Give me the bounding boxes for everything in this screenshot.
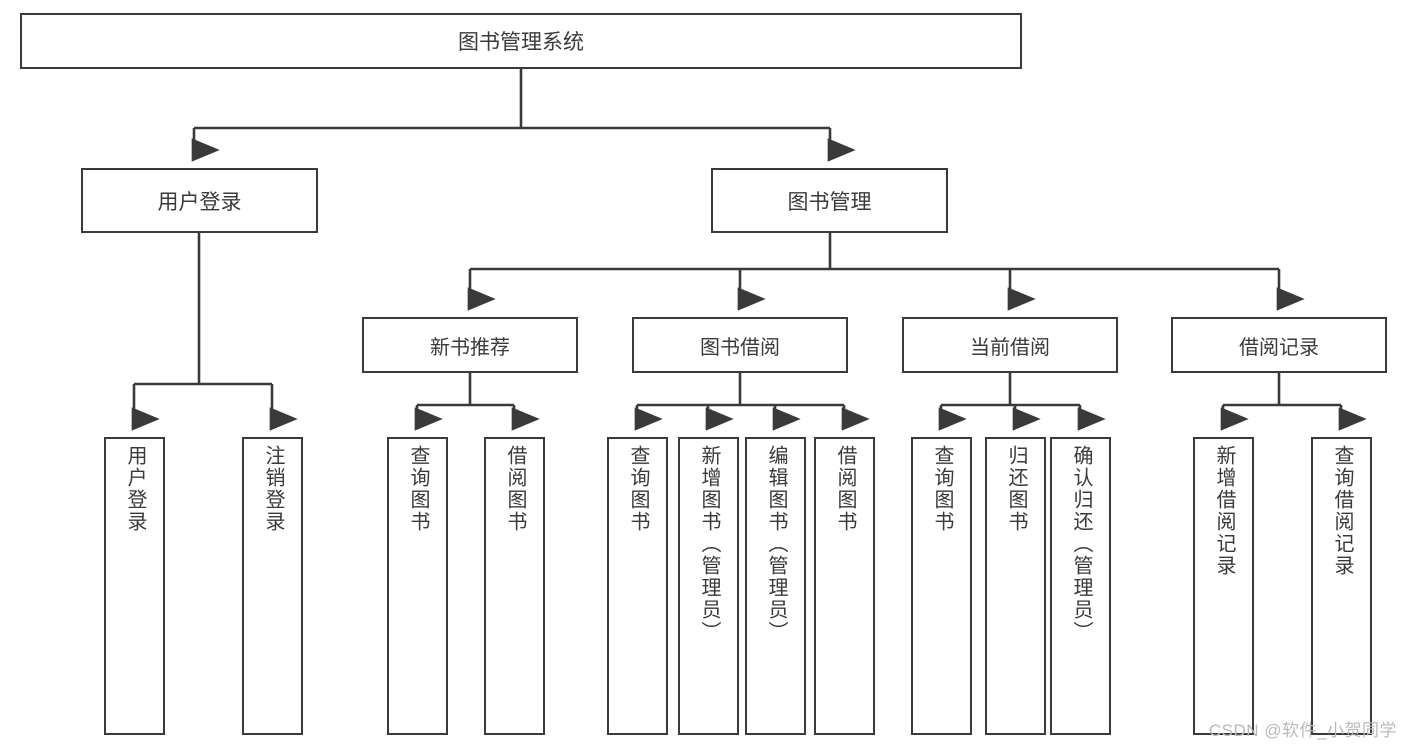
leaf-confirm-return-admin[interactable]: 确认归还（管理员） (1050, 437, 1111, 735)
node-user-login-label: 用户登录 (157, 190, 242, 214)
leaf-edit-book-admin-label: 编辑图书（管理员） (765, 445, 787, 643)
leaf-return-book-label: 归还图书 (1005, 445, 1027, 533)
leaf-add-borrow-record-label: 新增借阅记录 (1213, 445, 1235, 577)
node-current-borrow-label: 当前借阅 (970, 336, 1050, 359)
leaf-add-book-admin[interactable]: 新增图书（管理员） (678, 437, 739, 735)
leaf-add-borrow-record[interactable]: 新增借阅记录 (1193, 437, 1254, 735)
leaf-user-login[interactable]: 用户登录 (104, 437, 165, 735)
leaf-query-book-borrow-label: 查询图书 (627, 445, 649, 533)
leaf-query-borrow-record-label: 查询借阅记录 (1331, 445, 1353, 577)
node-book-management[interactable]: 图书管理 (711, 168, 948, 233)
leaf-query-book-newbook[interactable]: 查询图书 (387, 437, 448, 735)
leaf-user-login-label: 用户登录 (124, 445, 146, 533)
leaf-query-book-current-label: 查询图书 (931, 445, 953, 533)
node-book-borrow[interactable]: 图书借阅 (632, 317, 848, 373)
leaf-return-book[interactable]: 归还图书 (985, 437, 1046, 735)
leaf-edit-book-admin[interactable]: 编辑图书（管理员） (745, 437, 806, 735)
node-book-borrow-label: 图书借阅 (700, 336, 780, 359)
node-root-system[interactable]: 图书管理系统 (20, 13, 1022, 69)
leaf-query-book-current[interactable]: 查询图书 (911, 437, 972, 735)
node-borrow-record-label: 借阅记录 (1239, 336, 1319, 359)
node-user-login[interactable]: 用户登录 (81, 168, 318, 233)
node-book-management-label: 图书管理 (787, 190, 872, 214)
node-root-label: 图书管理系统 (458, 31, 584, 54)
leaf-borrow-book-newbook[interactable]: 借阅图书 (484, 437, 545, 735)
leaf-borrow-book-newbook-label: 借阅图书 (504, 445, 526, 533)
node-new-book-recommend[interactable]: 新书推荐 (362, 317, 578, 373)
node-new-book-recommend-label: 新书推荐 (430, 336, 510, 359)
leaf-query-book-borrow[interactable]: 查询图书 (607, 437, 668, 735)
leaf-logout-label: 注销登录 (262, 445, 284, 533)
leaf-query-borrow-record[interactable]: 查询借阅记录 (1311, 437, 1372, 735)
csdn-watermark: CSDN @软件_小贺同学 (1208, 721, 1397, 740)
leaf-query-book-newbook-label: 查询图书 (407, 445, 429, 533)
leaf-borrow-book[interactable]: 借阅图书 (814, 437, 875, 735)
node-current-borrow[interactable]: 当前借阅 (902, 317, 1118, 373)
leaf-borrow-book-label: 借阅图书 (834, 445, 856, 533)
leaf-logout[interactable]: 注销登录 (242, 437, 303, 735)
leaf-confirm-return-admin-label: 确认归还（管理员） (1070, 445, 1092, 643)
node-borrow-record[interactable]: 借阅记录 (1171, 317, 1387, 373)
leaf-add-book-admin-label: 新增图书（管理员） (698, 445, 720, 643)
